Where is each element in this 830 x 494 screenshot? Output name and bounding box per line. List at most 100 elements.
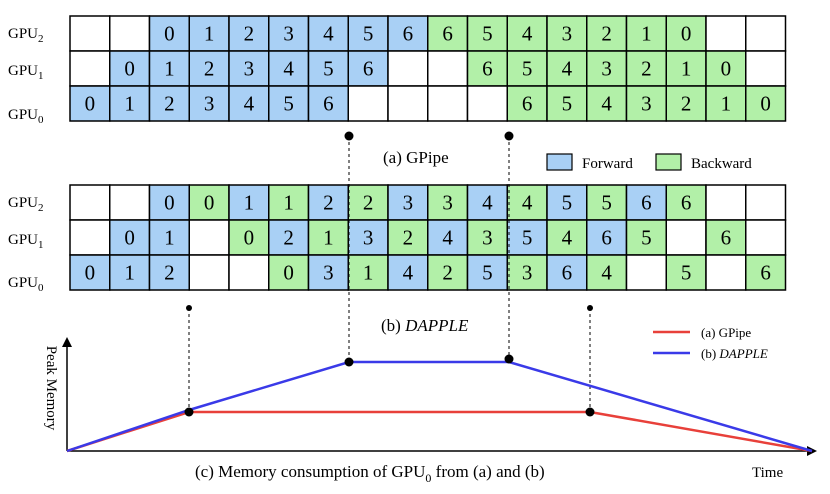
dapple-cell — [546, 254, 588, 291]
dapple-cell — [188, 219, 230, 256]
schedule-legend: Forward Backward — [546, 153, 752, 172]
gpipe-microbatch-label: 3 — [601, 57, 612, 81]
dapple-microbatch-label: 6 — [601, 226, 612, 250]
gpipe-microbatch-label: 6 — [482, 57, 493, 81]
gpipe-cell — [69, 85, 111, 122]
dapple-cell — [546, 219, 588, 256]
gpipe-microbatch-label: 4 — [562, 57, 573, 81]
dapple-cell — [506, 219, 548, 256]
x-axis-label: Time — [752, 465, 783, 481]
gpipe-microbatch-label: 4 — [244, 92, 255, 116]
dapple-microbatch-label: 1 — [363, 261, 374, 285]
gpipe-cell — [506, 85, 548, 122]
gpipe-cell — [665, 15, 707, 52]
dapple-cell — [228, 184, 270, 221]
gpipe-microbatch-label: 0 — [164, 22, 175, 46]
dapple-microbatch-label: 3 — [442, 191, 453, 215]
dot-gpipe-b — [504, 131, 514, 141]
dapple-microbatch-label: 6 — [760, 261, 771, 285]
dapple-cell — [586, 184, 628, 221]
dapple-microbatch-label: 1 — [244, 191, 255, 215]
gpu-label-gpipe-2: GPU2 — [8, 26, 44, 45]
gpipe-cell — [268, 50, 310, 87]
dapple-cell — [347, 184, 389, 221]
caption-dapple-name: DAPPLE — [404, 316, 469, 335]
dapple-cell — [307, 219, 349, 256]
dapple-microbatch-label: 0 — [204, 191, 215, 215]
dapple-microbatch-label: 4 — [522, 191, 533, 215]
gpipe-cell — [427, 15, 469, 52]
gpipe-microbatch-label: 2 — [641, 57, 652, 81]
legend-forward-label: Forward — [582, 156, 633, 172]
gpipe-microbatch-label: 4 — [283, 57, 294, 81]
gpipe-microbatch-label: 2 — [601, 22, 612, 46]
gpipe-cell — [705, 15, 747, 52]
memory-chart: Peak Memory Time (a) GPipe (b) DAPPLE — [43, 325, 817, 481]
dapple-cell — [586, 254, 628, 291]
gpipe-cell — [546, 85, 588, 122]
gpipe-microbatch-label: 1 — [204, 22, 215, 46]
dapple-cell — [109, 254, 151, 291]
caption-dapple: (b) DAPPLE — [381, 316, 469, 335]
legend-backward-label: Backward — [691, 156, 752, 172]
gpipe-point-2 — [585, 407, 595, 417]
dapple-cell — [665, 219, 707, 256]
gpipe-microbatch-label: 1 — [164, 57, 175, 81]
gpipe-cell — [307, 50, 349, 87]
gpipe-microbatch-label: 5 — [562, 92, 573, 116]
dapple-microbatch-label: 4 — [482, 191, 493, 215]
dapple-cell — [705, 254, 747, 291]
dapple-microbatch-label: 5 — [562, 191, 573, 215]
dapple-cell — [625, 219, 667, 256]
gpipe-microbatch-label: 6 — [323, 92, 334, 116]
gpipe-cell — [69, 15, 111, 52]
gpu-label-gpipe-1: GPU1 — [8, 63, 44, 82]
dapple-microbatch-label: 1 — [124, 261, 135, 285]
dapple-cell — [387, 254, 429, 291]
gpipe-cell — [705, 85, 747, 122]
dapple-microbatch-label: 5 — [681, 261, 692, 285]
gpipe-point-1 — [184, 407, 194, 417]
gpipe-microbatch-label: 5 — [323, 57, 334, 81]
gpipe-cell — [268, 85, 310, 122]
gpipe-cell — [148, 50, 190, 87]
dapple-cell — [466, 254, 508, 291]
dapple-cell — [745, 219, 787, 256]
dapple-cell — [586, 219, 628, 256]
legend-gpipe-label: (a) GPipe — [701, 325, 751, 340]
gpu-label-dapple-2: GPU2 — [8, 195, 44, 214]
dapple-cell — [188, 254, 230, 291]
dapple-cell — [268, 184, 310, 221]
gpipe-microbatch-label: 3 — [204, 92, 215, 116]
dapple-microbatch-label: 1 — [164, 226, 175, 250]
dapple-cell — [307, 254, 349, 291]
gpipe-microbatch-label: 6 — [522, 92, 533, 116]
gpipe-microbatch-label: 6 — [363, 57, 374, 81]
gpipe-cell — [665, 85, 707, 122]
dapple-microbatch-label: 5 — [641, 226, 652, 250]
gpipe-microbatch-label: 0 — [681, 22, 692, 46]
dapple-microbatch-label: 2 — [283, 226, 294, 250]
gpipe-cell — [586, 15, 628, 52]
dapple-cell — [148, 254, 190, 291]
legend-backward-swatch — [655, 153, 682, 171]
dapple-microbatch-label: 3 — [482, 226, 493, 250]
gpipe-microbatch-label: 5 — [363, 22, 374, 46]
gpipe-microbatch-label: 2 — [164, 92, 175, 116]
dapple-microbatch-label: 6 — [721, 226, 732, 250]
gpipe-cell — [307, 85, 349, 122]
caption-memory: (c) Memory consumption of GPU0 from (a) … — [195, 462, 545, 485]
dapple-microbatch-label: 2 — [323, 191, 334, 215]
dot-dapple-b — [587, 305, 593, 311]
dapple-microbatch-label: 0 — [283, 261, 294, 285]
caption-dapple-prefix: (b) — [381, 316, 405, 335]
dapple-microbatch-label: 2 — [164, 261, 175, 285]
gpipe-cell — [506, 15, 548, 52]
dapple-cell — [427, 254, 469, 291]
gpipe-cell — [745, 50, 787, 87]
dapple-point-1 — [344, 357, 354, 367]
gpu-label-dapple-1: GPU1 — [8, 232, 44, 251]
